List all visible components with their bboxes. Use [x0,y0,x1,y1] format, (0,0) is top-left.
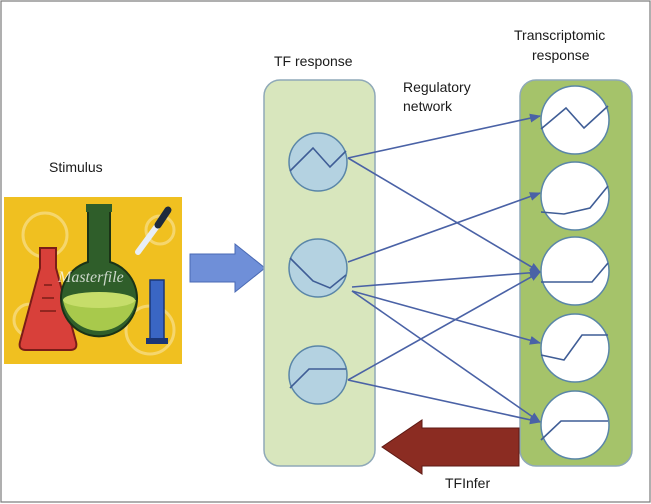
stimulus-arrow [189,242,266,294]
edge-tf3-g3 [347,271,541,381]
edge-tf1-g1 [347,113,542,159]
edge-tf2-g3 [351,268,542,288]
tf-response-label: TF response [274,53,353,69]
lab-glassware-image: Masterfile [4,197,182,364]
regulatory-network-label-line2: network [403,98,453,114]
target-node-4 [540,313,610,383]
target-node-2 [540,161,610,231]
tf-node-2 [288,238,348,298]
target-node-1 [540,85,610,155]
tfinfer-arrow [381,419,520,475]
edge-tf2-g2 [347,192,542,263]
edge-tf1-g3 [347,157,541,273]
transcriptomic-label-line1: Transcriptomic [514,27,605,43]
transcriptomic-label-line2: response [532,47,590,63]
edge-tf3-g5 [347,379,542,425]
tf-node-1 [288,132,348,192]
tf-node-3 [288,345,348,405]
stimulus-label: Stimulus [49,159,103,175]
edge-tf2-g4 [351,290,542,345]
edge-tf2-g5 [351,290,541,423]
regulatory-edges [347,113,542,425]
beaker-icon [60,204,138,338]
target-node-5 [540,390,610,460]
tfinfer-label: TFInfer [445,475,490,491]
watermark-text: Masterfile [57,269,124,286]
regulatory-network-label-line1: Regulatory [403,79,471,95]
cylinder-icon [146,279,168,344]
target-node-3 [540,236,610,306]
dropper-icon [135,206,172,255]
flask-icon [18,247,78,351]
